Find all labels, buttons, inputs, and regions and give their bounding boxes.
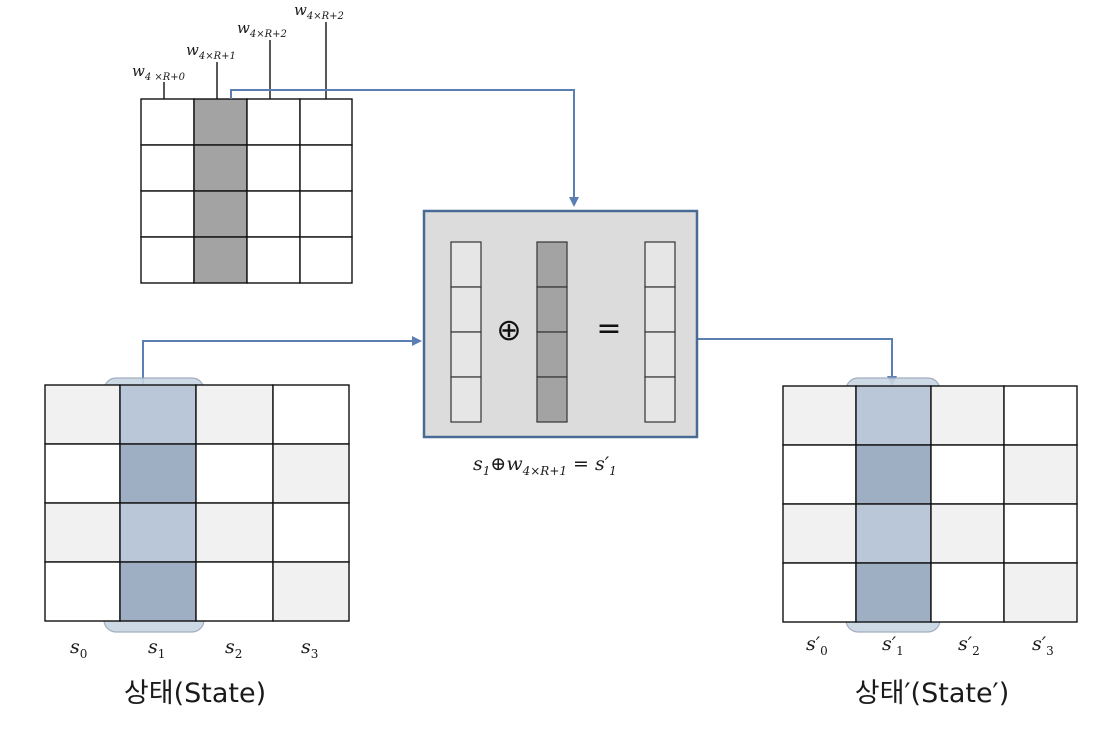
key-cell	[140, 144, 195, 192]
operand-key-column	[536, 241, 568, 423]
key-schedule-matrix	[140, 98, 353, 284]
arrow-operation-to-state-prime	[697, 338, 897, 386]
state-prime-col-label-1: s′1	[882, 633, 904, 658]
key-cell	[140, 236, 195, 284]
state-col-label-0: s0	[70, 636, 87, 661]
state-cell	[195, 384, 274, 445]
state-caption: 상태(State)	[124, 678, 266, 709]
state-cell	[44, 384, 121, 445]
state-cell	[195, 561, 274, 622]
state-prime-cell	[930, 562, 1005, 623]
state-prime-cell	[855, 503, 932, 564]
key-label-0: w4 ×R+0	[132, 62, 186, 83]
operand-state-column	[450, 241, 482, 423]
key-cell	[299, 144, 353, 192]
state-cell	[119, 561, 197, 622]
state-cell	[272, 384, 350, 445]
state-prime-cell	[930, 444, 1005, 505]
state-prime-cell	[1003, 385, 1078, 446]
state-prime-cell	[1003, 503, 1078, 564]
state-prime-cell	[855, 385, 932, 446]
state-cell	[119, 443, 197, 504]
key-label-2: w4×R+2	[237, 19, 287, 40]
state-prime-cell	[930, 385, 1005, 446]
key-cell	[299, 190, 353, 238]
state-cell	[44, 502, 121, 563]
key-label-1: w4×R+1	[186, 41, 236, 62]
state-cell	[195, 502, 274, 563]
state-prime-col-label-3: s′3	[1032, 633, 1054, 658]
state-prime-col-label-0: s′0	[806, 633, 828, 658]
state-prime-cell	[1003, 562, 1078, 623]
state-prime-col-label-2: s′2	[958, 633, 980, 658]
state-cell	[272, 502, 350, 563]
arrow-key-to-operation	[230, 89, 579, 207]
state-cell	[272, 561, 350, 622]
state-col-label-2: s2	[225, 636, 242, 661]
key-cell	[246, 98, 301, 146]
result-column	[644, 241, 676, 423]
state-cell	[272, 443, 350, 504]
key-cell	[193, 144, 248, 192]
key-cell	[193, 98, 248, 146]
key-cell	[193, 190, 248, 238]
key-label-3: w4×R+2	[294, 1, 344, 22]
state-prime-cell	[1003, 444, 1078, 505]
key-label-leaders	[163, 22, 327, 99]
state-cell	[44, 561, 121, 622]
equals-symbol: =	[596, 311, 621, 346]
xor-operation-box: ⊕ =	[422, 209, 699, 439]
state-prime-cell	[782, 385, 857, 446]
key-cell	[140, 190, 195, 238]
state-cell	[119, 502, 197, 563]
state-prime-caption: 상태′(State′)	[855, 678, 1009, 709]
state-col-label-1: s1	[148, 636, 165, 661]
arrow-state-to-operation	[142, 336, 422, 384]
state-cell	[195, 443, 274, 504]
xor-symbol: ⊕	[496, 313, 521, 348]
key-cell	[299, 236, 353, 284]
state-prime-cell	[782, 444, 857, 505]
state-prime-cell	[782, 562, 857, 623]
key-cell	[140, 98, 195, 146]
state-prime-matrix	[782, 377, 1078, 633]
state-prime-cell	[782, 503, 857, 564]
state-prime-cell	[855, 562, 932, 623]
state-matrix	[44, 377, 350, 633]
key-cell	[193, 236, 248, 284]
operation-formula: s1⊕w4×R+1 = s′1	[473, 453, 617, 478]
state-cell	[44, 443, 121, 504]
key-cell	[246, 190, 301, 238]
state-prime-cell	[930, 503, 1005, 564]
state-cell	[119, 384, 197, 445]
state-col-label-3: s3	[301, 636, 318, 661]
key-cell	[299, 98, 353, 146]
key-cell	[246, 144, 301, 192]
key-cell	[246, 236, 301, 284]
state-prime-cell	[855, 444, 932, 505]
